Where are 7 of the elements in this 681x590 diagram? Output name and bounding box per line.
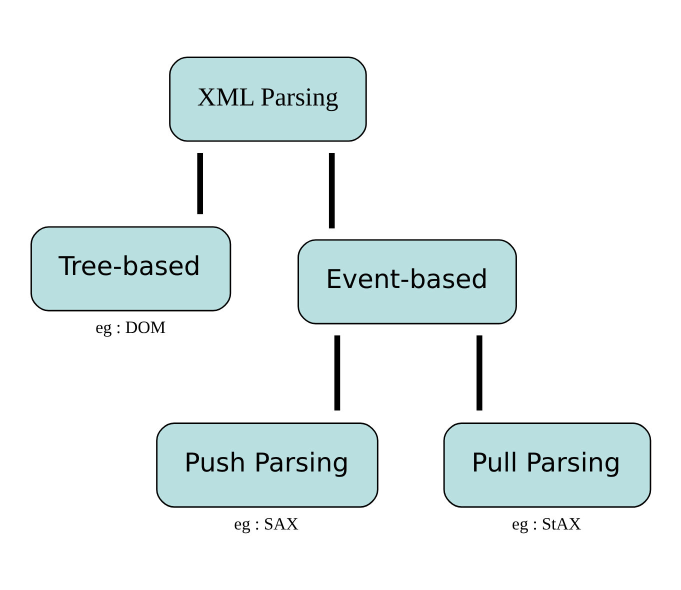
- node-label: eg : DOM: [95, 318, 166, 337]
- node-label: eg : StAX: [512, 514, 582, 533]
- connector: [476, 334, 482, 410]
- connector: [334, 334, 340, 410]
- connector: [328, 152, 335, 228]
- connector: [197, 152, 203, 214]
- node-label: eg : SAX: [234, 514, 298, 533]
